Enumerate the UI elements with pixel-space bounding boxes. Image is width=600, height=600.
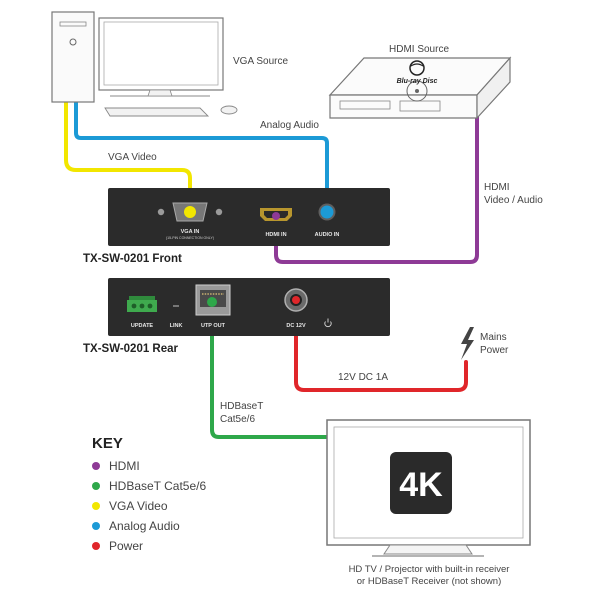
legend-swatch — [92, 502, 100, 510]
mains-label-1: Mains — [480, 332, 507, 343]
monitor — [98, 17, 238, 117]
legend-label: HDBaseT Cat5e/6 — [109, 479, 206, 493]
audio-in-port — [318, 203, 336, 221]
lightning-icon — [461, 327, 474, 360]
cable-analog-audio — [74, 98, 329, 210]
rear-panel-label: TX-SW-0201 Rear — [83, 343, 179, 355]
utp-out-port — [195, 284, 231, 316]
legend-swatch — [92, 482, 100, 490]
link-label: LINK — [170, 323, 183, 329]
pc-tower — [51, 11, 95, 103]
cable-power — [294, 298, 468, 392]
keyboard-icon — [104, 107, 210, 117]
legend-title: KEY — [92, 435, 123, 452]
mouse-icon — [220, 105, 238, 115]
hdmi-cable-label-1: HDMI — [484, 182, 510, 193]
legend-label: VGA Video — [109, 499, 168, 513]
cable-hdmi — [274, 114, 479, 264]
vga-in-note: (15-PIN CONNECTION ONLY) — [166, 236, 214, 240]
audio-in-label: AUDIO IN — [315, 232, 340, 238]
dc-cable-label: 12V DC 1A — [338, 372, 388, 383]
vga-video-label: VGA Video — [108, 152, 157, 163]
hdmi-in-port — [260, 208, 292, 221]
legend: KEY HDMI HDBaseT Cat5e/6 VGA Video Analo… — [92, 435, 206, 553]
hdbaset-cable-label-1: HDBaseT — [220, 401, 263, 412]
tv-caption-1: HD TV / Projector with built-in receiver — [349, 564, 510, 575]
legend-item-analog-audio: Analog Audio — [92, 519, 180, 533]
power-symbol-icon — [324, 318, 332, 328]
cable-vga-video — [64, 98, 192, 210]
legend-item-hdmi: HDMI — [92, 459, 140, 473]
cable-hdbaset — [210, 296, 332, 439]
legend-label: HDMI — [109, 459, 140, 473]
front-panel-label: TX-SW-0201 Front — [83, 253, 182, 265]
hdmi-source-label: HDMI Source — [389, 44, 449, 55]
hdbaset-cable-label-2: Cat5e/6 — [220, 414, 255, 425]
legend-swatch — [92, 462, 100, 470]
bluray-player: Blu-ray Disc — [328, 56, 512, 120]
analog-audio-label: Analog Audio — [260, 120, 319, 131]
update-terminal — [127, 296, 157, 312]
disc-icon — [406, 80, 428, 102]
4k-badge-icon: 4K — [390, 452, 452, 514]
tv-caption-2: or HDBaseT Receiver (not shown) — [357, 576, 502, 587]
vga-source-label: VGA Source — [233, 56, 288, 67]
dc-12v-label: DC 12V — [286, 323, 306, 329]
dc-jack-port — [284, 288, 308, 312]
bluray-logo-icon — [409, 60, 425, 76]
legend-label: Analog Audio — [109, 519, 180, 533]
front-panel: VGA IN (15-PIN CONNECTION ONLY) HDMI IN … — [108, 188, 390, 246]
mains-label-2: Power — [480, 345, 509, 356]
legend-item-vga: VGA Video — [92, 499, 168, 513]
bluray-logo-text: Blu-ray Disc — [397, 78, 438, 85]
update-label: UPDATE — [131, 323, 154, 329]
legend-label: Power — [109, 539, 143, 553]
vga-in-label: VGA IN — [181, 229, 200, 235]
legend-swatch — [92, 542, 100, 550]
legend-swatch — [92, 522, 100, 530]
power-button-icon — [69, 38, 77, 46]
hdmi-cable-label-2: Video / Audio — [484, 195, 543, 206]
utp-out-label: UTP OUT — [201, 323, 226, 329]
vga-in-port — [157, 202, 223, 222]
4k-badge-text: 4K — [399, 466, 443, 504]
hdmi-in-label: HDMI IN — [265, 232, 286, 238]
rear-panel: UPDATE LINK UTP OUT DC 12V — [108, 278, 390, 336]
link-led — [173, 305, 179, 307]
legend-item-hdbaset: HDBaseT Cat5e/6 — [92, 479, 206, 493]
tv: 4K — [326, 419, 531, 557]
legend-item-power: Power — [92, 539, 143, 553]
